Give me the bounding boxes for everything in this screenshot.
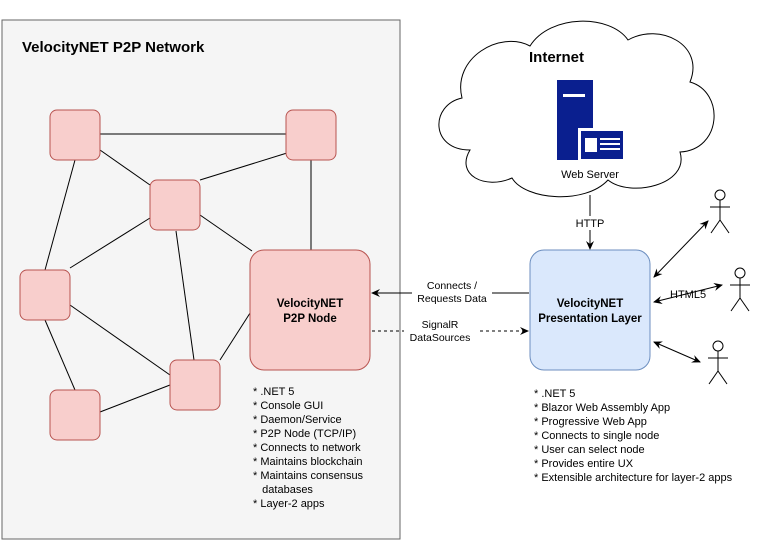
mesh-links	[44, 133, 312, 413]
peer-node	[19, 269, 71, 321]
note-item: * Blazor Web Assembly App	[534, 402, 671, 414]
p2p-node-notes: * .NET 5 * Console GUI * Daemon/Service …	[253, 385, 363, 511]
user-icon	[710, 189, 730, 234]
note-item: * Connects to single node	[534, 430, 660, 442]
note-item: * Progressive Web App	[534, 416, 647, 428]
presentation-notes: * .NET 5 * Blazor Web Assembly App * Pro…	[534, 387, 732, 485]
note-item: * Daemon/Service	[253, 414, 342, 426]
signalr-label-line2: DataSources	[410, 332, 471, 344]
note-item: * Maintains blockchain	[253, 456, 363, 468]
presentation-label-line2: Presentation Layer	[538, 313, 642, 325]
note-item: databases	[253, 484, 313, 496]
peer-node	[49, 109, 101, 161]
http-label-bg	[574, 216, 606, 230]
note-item: * Extensible architecture for layer-2 ap…	[534, 472, 733, 484]
note-item: * Layer-2 apps	[253, 498, 325, 510]
web-server-icon	[557, 80, 626, 162]
note-item: * Connects to network	[253, 442, 361, 454]
user-connection-top	[653, 220, 709, 278]
p2p-node	[249, 249, 371, 371]
network-title: VelocityNET P2P Network	[22, 39, 205, 56]
user-icon	[708, 340, 728, 385]
request-label-line2: Requests Data	[417, 293, 487, 305]
note-item: * .NET 5	[253, 386, 295, 398]
peer-node	[49, 389, 101, 441]
web-server-label: Web Server	[561, 169, 619, 181]
presentation-layer	[529, 249, 651, 371]
note-item: * P2P Node (TCP/IP)	[253, 428, 357, 440]
note-item: * Console GUI	[253, 400, 324, 412]
note-item: * Provides entire UX	[534, 458, 634, 470]
peer-node	[169, 359, 221, 411]
p2p-node-label-line1: VelocityNET	[277, 298, 343, 310]
user-connection-middle	[653, 283, 723, 304]
user-connection-bottom	[653, 341, 701, 363]
request-label-bg	[412, 278, 492, 306]
p2p-node-label-line2: P2P Node	[283, 313, 336, 325]
peer-node	[149, 179, 201, 231]
user-icon	[730, 267, 750, 312]
signalr-label-line1: SignalR	[422, 319, 459, 331]
presentation-label-line1: VelocityNET	[557, 298, 623, 310]
signalr-label-bg	[404, 318, 478, 344]
request-label-line1: Connects /	[427, 280, 477, 292]
http-label: HTTP	[576, 218, 605, 230]
peer-node	[285, 109, 337, 161]
html5-label: HTML5	[670, 289, 706, 301]
note-item: * Maintains consensus	[253, 470, 364, 482]
internet-title: Internet	[529, 49, 584, 66]
note-item: * .NET 5	[534, 388, 576, 400]
note-item: * User can select node	[534, 444, 645, 456]
